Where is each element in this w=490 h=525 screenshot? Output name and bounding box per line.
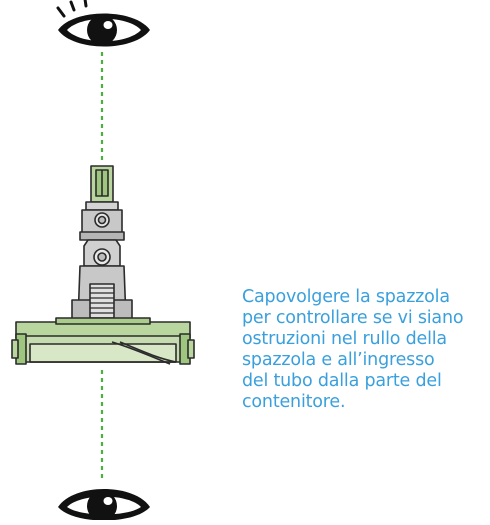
brush-head-illustration	[11, 165, 195, 365]
instruction-line: per controllare se vi siano	[242, 308, 464, 328]
instruction-line: contenitore.	[242, 392, 346, 412]
instruction-line: spazzola e all’ingresso	[242, 350, 435, 370]
eye-icon	[56, 0, 150, 47]
instruction-line: Capovolgere la spazzola	[242, 287, 450, 307]
instruction-text: Capovolgere la spazzola per controllare …	[242, 287, 488, 413]
instruction-line: ostruzioni nel rullo della	[242, 329, 447, 349]
instruction-line: del tubo dalla parte del	[242, 371, 442, 391]
eye-icon	[58, 489, 150, 521]
